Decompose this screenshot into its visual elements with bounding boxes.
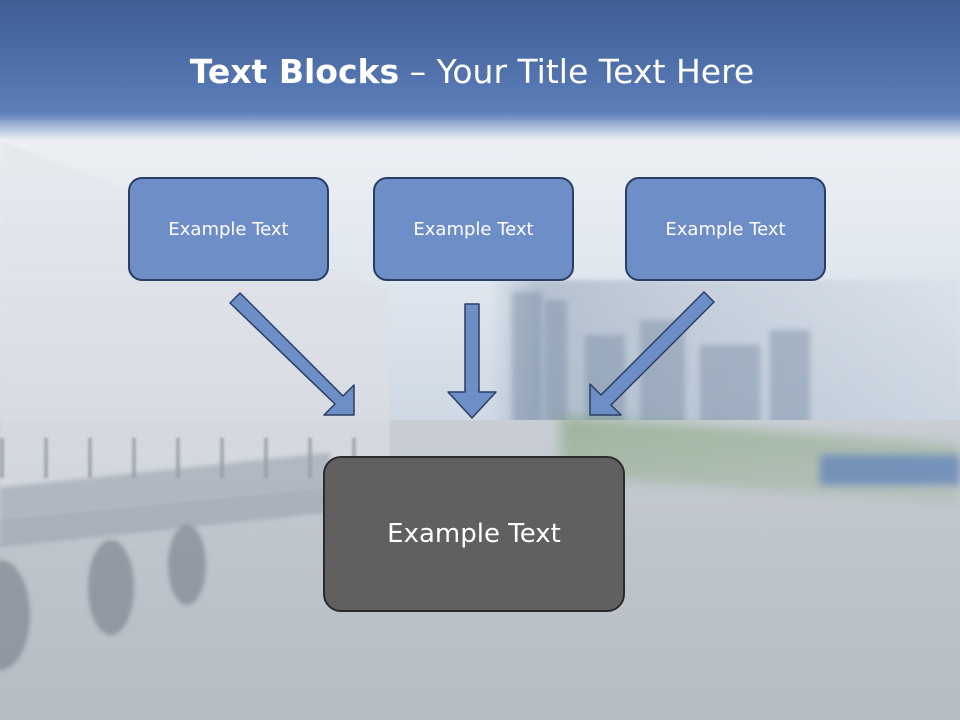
arrow-right xyxy=(589,291,715,416)
background-wheel xyxy=(88,540,134,635)
title-rest: – Your Title Text Here xyxy=(399,52,755,91)
text-box-top-center[interactable]: Example Text xyxy=(373,177,574,281)
background-water xyxy=(820,455,960,485)
text-box-bottom[interactable]: Example Text xyxy=(323,456,625,612)
text-box-label: Example Text xyxy=(665,218,786,240)
background-tower xyxy=(700,345,760,430)
slide-title: Text Blocks – Your Title Text Here xyxy=(0,52,944,91)
background-wheel xyxy=(168,525,206,605)
background-tower xyxy=(545,300,567,430)
text-box-label: Example Text xyxy=(413,218,534,240)
background-tower xyxy=(770,330,810,430)
text-box-label: Example Text xyxy=(387,519,561,549)
text-box-top-left[interactable]: Example Text xyxy=(128,177,329,281)
text-box-top-right[interactable]: Example Text xyxy=(625,177,826,281)
arrow-center xyxy=(447,303,497,419)
background-tower xyxy=(512,292,542,432)
title-bold: Text Blocks xyxy=(189,52,400,91)
text-box-label: Example Text xyxy=(168,218,289,240)
title-band xyxy=(0,0,960,140)
arrow-left xyxy=(229,292,355,416)
